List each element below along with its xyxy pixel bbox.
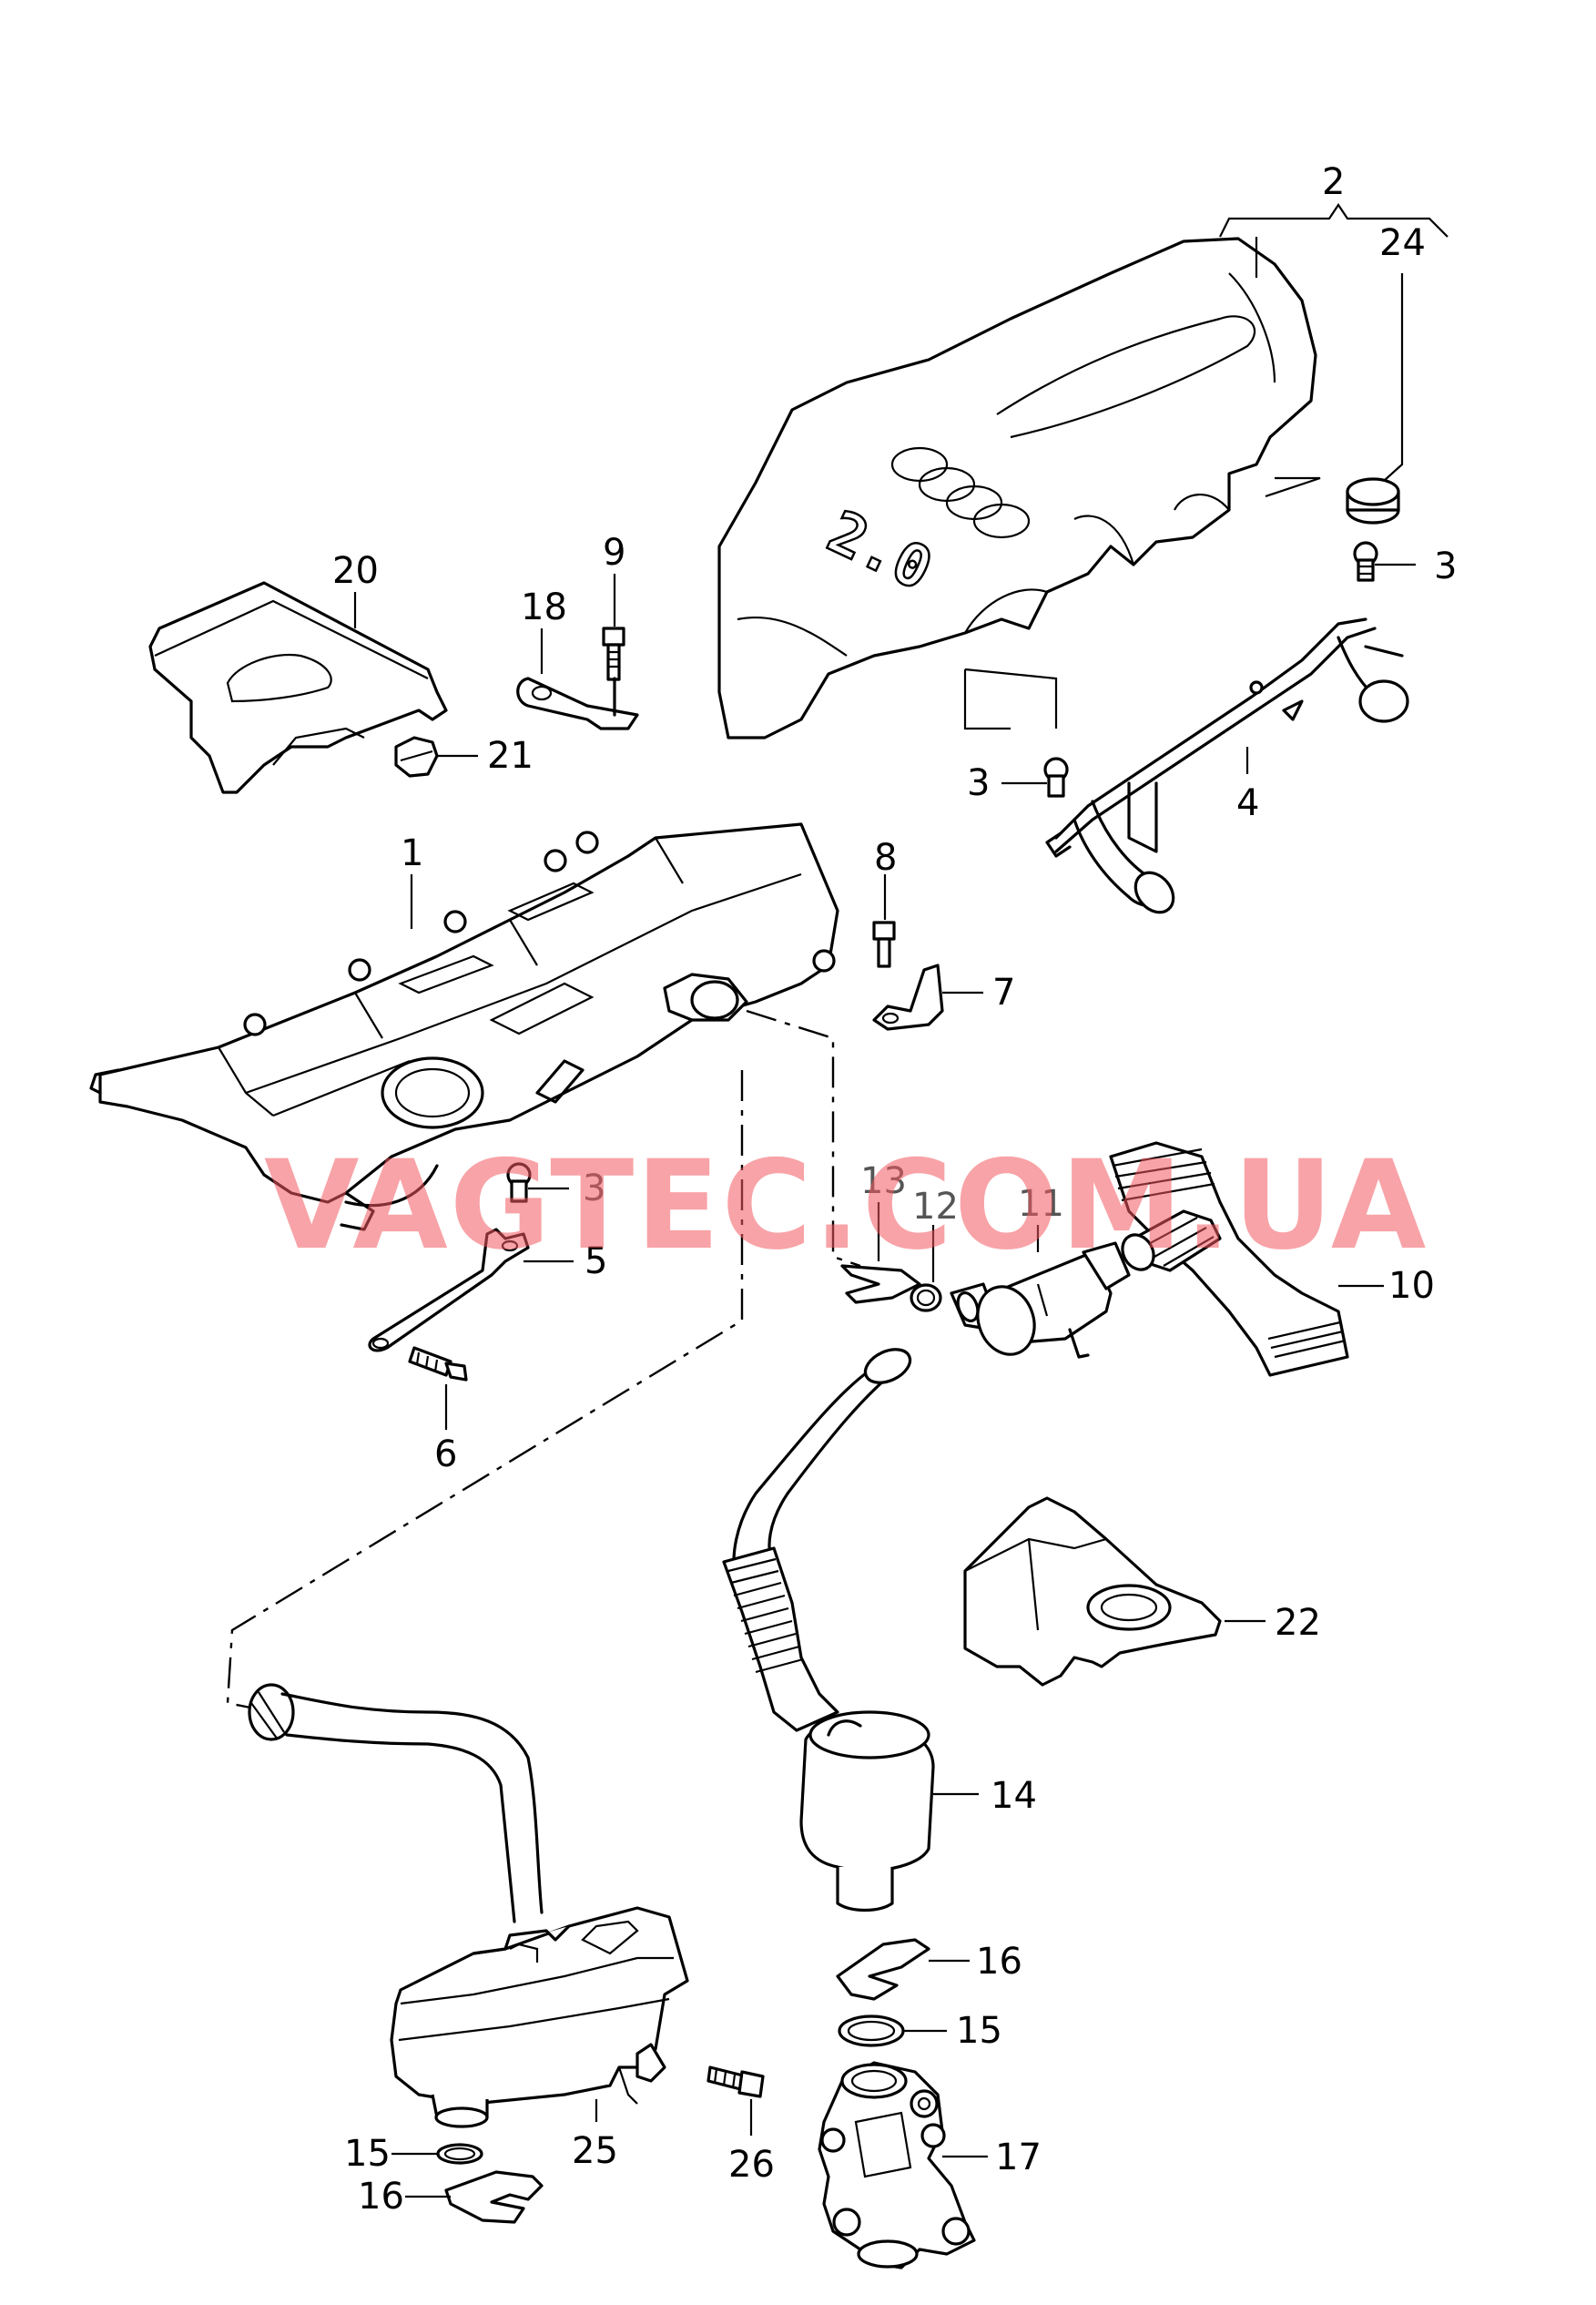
callout-5: 5 [585, 1240, 607, 1282]
callout-11: 11 [1018, 1183, 1064, 1225]
cylinder-head-cover[interactable] [89, 822, 839, 1231]
callout-26: 26 [728, 2144, 775, 2186]
clip-13[interactable] [840, 1264, 921, 1304]
ball-stud-3b[interactable] [1043, 757, 1069, 798]
clip-16b[interactable] [444, 2170, 544, 2224]
callout-20: 20 [332, 550, 379, 592]
callout-9: 9 [603, 532, 625, 574]
callout-1: 1 [401, 832, 423, 874]
ball-stud-3a[interactable] [1353, 541, 1378, 582]
bolt-6[interactable] [408, 1346, 468, 1382]
breather-separator-25[interactable] [248, 1683, 689, 2128]
intake-hose-10[interactable] [1109, 1141, 1349, 1377]
callout-17: 17 [995, 2137, 1042, 2178]
clip-16a[interactable] [836, 1938, 930, 2001]
bolt-9[interactable] [602, 627, 625, 681]
callout-18: 18 [521, 586, 567, 628]
callout-7: 7 [992, 972, 1015, 1014]
o-ring-12[interactable] [910, 1283, 942, 1312]
callout-labels: 2 24 3 20 9 18 21 3 4 1 8 7 3 5 6 13 12 … [332, 161, 1457, 2218]
callout-6: 6 [434, 1433, 457, 1475]
callout-3a: 3 [1434, 546, 1457, 587]
clip-21[interactable] [394, 736, 439, 778]
heat-shield-22[interactable] [963, 1496, 1222, 1687]
o-ring-15b[interactable] [436, 2143, 483, 2165]
o-ring-15a[interactable] [838, 2014, 905, 2047]
callout-22: 22 [1275, 1602, 1321, 1644]
callout-24: 24 [1379, 222, 1426, 264]
bolt-26[interactable] [707, 2065, 765, 2098]
oil-filter-housing-17[interactable] [818, 2061, 976, 2269]
callout-15b: 15 [344, 2133, 391, 2175]
engine-cover[interactable]: 2.0 [717, 237, 1317, 739]
callout-15a: 15 [956, 2010, 1002, 2052]
callout-21: 21 [487, 735, 534, 777]
watermark-text: VAGTEC.COM.UA [264, 1134, 1428, 1277]
bracket-7[interactable] [872, 964, 944, 1031]
bracket-18[interactable] [516, 677, 639, 730]
cover-flap-20[interactable] [148, 581, 448, 794]
grommet-24[interactable] [1346, 477, 1400, 525]
coolant-pipe-4[interactable] [1045, 617, 1409, 920]
ball-stud-3c[interactable] [506, 1162, 532, 1203]
callout-10: 10 [1388, 1265, 1435, 1307]
callout-16a: 16 [976, 1941, 1022, 1983]
bolt-8[interactable] [872, 921, 896, 968]
callout-3b: 3 [967, 762, 990, 804]
oil-separator-14[interactable] [722, 1343, 935, 1912]
pressure-valve-11[interactable] [950, 1241, 1131, 1362]
callout-4: 4 [1236, 782, 1259, 824]
callout-12: 12 [912, 1186, 959, 1228]
callout-8: 8 [874, 837, 897, 879]
callout-14: 14 [991, 1775, 1037, 1817]
callout-13: 13 [860, 1160, 907, 1202]
callout-16b: 16 [358, 2176, 404, 2218]
bracket-5[interactable] [368, 1228, 530, 1352]
callout-3c: 3 [583, 1168, 605, 1209]
callout-25: 25 [572, 2130, 618, 2172]
callout-2: 2 [1322, 161, 1345, 203]
